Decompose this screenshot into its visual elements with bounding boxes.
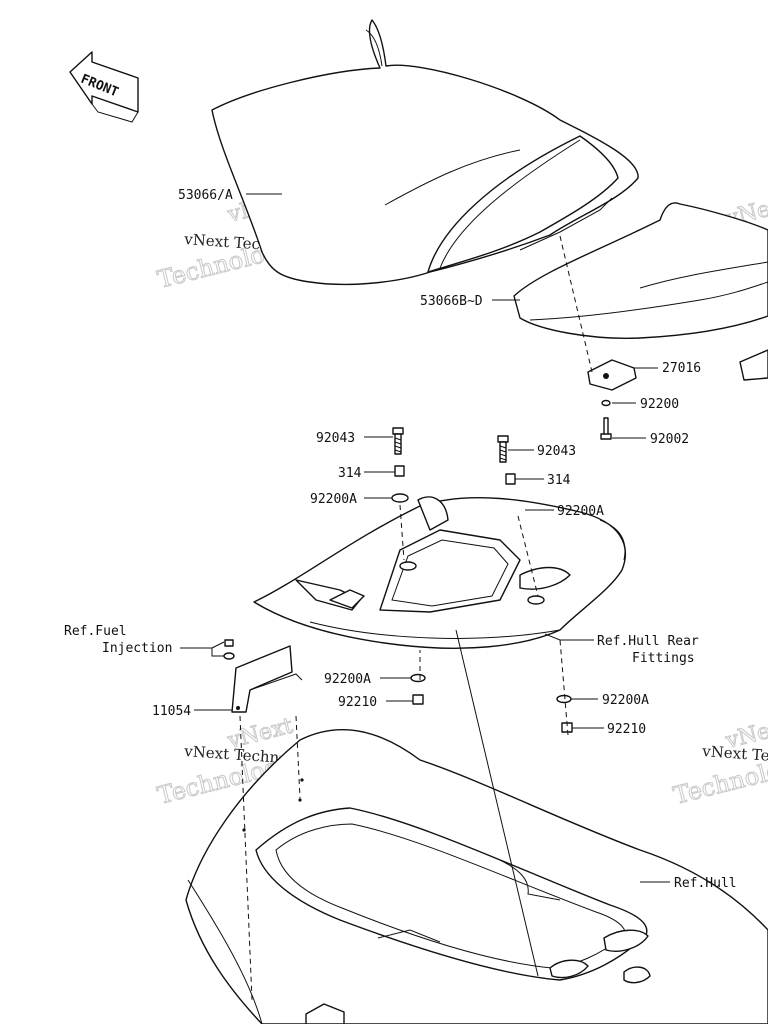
tray-hole-left <box>399 561 417 571</box>
bracket-27016-shape <box>587 359 637 391</box>
bracket-27016-pair-right <box>739 349 768 381</box>
leader-lines <box>180 193 670 883</box>
collar-314-left <box>394 465 405 477</box>
label-92200: 92200 <box>640 397 679 412</box>
label-92200A-left: 92200A <box>310 492 357 507</box>
screw-head <box>224 639 234 647</box>
washer-92200A-left <box>391 493 409 503</box>
washer-92200A-lower-right <box>556 694 572 704</box>
front-arrow: FRONT <box>69 51 139 123</box>
alignment-tray-hull <box>455 629 539 977</box>
alignment-right-bolt <box>517 515 539 597</box>
collar-314-right <box>505 473 516 485</box>
alignment-bracket-hull <box>239 715 253 1001</box>
tray-storage-well <box>379 529 521 613</box>
alignment-left-bolt <box>399 504 405 561</box>
label-92002: 92002 <box>650 432 689 447</box>
front-arrow-shape <box>69 51 139 113</box>
label-314-left: 314 <box>338 466 362 481</box>
front-seat-base <box>519 197 613 251</box>
screw-washer <box>223 652 235 660</box>
bolt-thread <box>499 445 507 461</box>
label-92200A-lower-left: 92200A <box>324 672 371 687</box>
label-314-right: 314 <box>547 473 571 488</box>
hull <box>185 728 768 1024</box>
bracket-11054-hole <box>236 706 240 710</box>
bracket-11054 <box>231 645 303 713</box>
label-92210-right: 92210 <box>607 722 646 737</box>
nut-92210-left <box>412 694 424 705</box>
rear-seat-outline <box>513 202 768 339</box>
front-seat <box>211 19 639 286</box>
rear-seat-edge <box>529 281 768 321</box>
label-92200A-lower-right: 92200A <box>602 693 649 708</box>
washer-92200A-lower-left <box>410 673 426 683</box>
tray-hole-right <box>527 595 545 605</box>
hull-hole <box>300 778 304 782</box>
label-92043-left: 92043 <box>316 431 355 446</box>
label-ref-hull: Ref.Hull <box>674 876 737 891</box>
seat-base-tray <box>253 496 627 649</box>
alignment-right-nut <box>559 639 569 736</box>
tray-bottom-edge <box>309 621 561 639</box>
bracket-27016 <box>587 349 768 391</box>
tray-rear-curve <box>599 519 626 561</box>
label-53066A: 53066/A <box>178 188 233 203</box>
label-ref-fuel-line1: Ref.Fuel <box>64 624 127 639</box>
hull-hole <box>298 798 302 802</box>
hull-rear-boss-2 <box>549 959 589 979</box>
hull-rear-boss <box>603 929 649 952</box>
bolt-head <box>392 427 404 435</box>
front-seat-hump <box>365 29 383 67</box>
label-53066B-D: 53066B~D <box>420 294 483 309</box>
label-27016: 27016 <box>662 361 701 376</box>
alignment-bracket-right <box>295 715 301 799</box>
label-92043-right: 92043 <box>537 444 576 459</box>
hull-side-line <box>187 879 263 1024</box>
hull-latch-rod <box>499 859 561 901</box>
hull-inner-mark <box>377 929 441 943</box>
label-ref-fuel-line2: Injection <box>102 641 172 656</box>
label-92200A-right: 92200A <box>557 504 604 519</box>
part-labels: 53066/A 53066B~D 27016 92200 92002 92043… <box>64 188 737 891</box>
tray-well-inner <box>391 539 509 607</box>
hull-hole <box>242 828 246 832</box>
hull-bottom-fitting <box>305 1003 345 1024</box>
front-seat-band-line <box>439 139 581 269</box>
bolt-92002 <box>600 417 612 440</box>
front-seat-rear-band <box>427 135 619 273</box>
bolt-thread <box>394 437 402 453</box>
label-11054: 11054 <box>152 704 191 719</box>
tray-latch <box>329 589 365 609</box>
label-ref-hull-rear-line1: Ref.Hull Rear <box>597 634 699 649</box>
washer-92200 <box>601 399 611 407</box>
bracket-27016-hole <box>603 373 609 379</box>
bolt-92043-right <box>497 435 509 463</box>
tray-front-lug <box>417 496 449 531</box>
label-ref-hull-rear-line2: Fittings <box>632 651 695 666</box>
fuel-injection-hardware <box>223 639 235 660</box>
bolt-92043-left <box>392 427 404 455</box>
rear-seat <box>513 202 768 339</box>
bolt-92002-head <box>600 433 612 440</box>
bracket-11054-edge <box>249 673 303 691</box>
watermark-mid-right: vNext vNext Technologies Technologies <box>670 713 768 810</box>
hull-tail-light <box>623 966 651 984</box>
label-92210-left: 92210 <box>338 695 377 710</box>
rear-seat-crease <box>639 261 768 289</box>
front-seat-crease <box>384 149 521 206</box>
leader-hull-rear <box>544 633 594 641</box>
leader-fuel-injection <box>180 641 225 657</box>
bolt-head <box>497 435 509 443</box>
front-arrow-depth <box>91 103 139 123</box>
